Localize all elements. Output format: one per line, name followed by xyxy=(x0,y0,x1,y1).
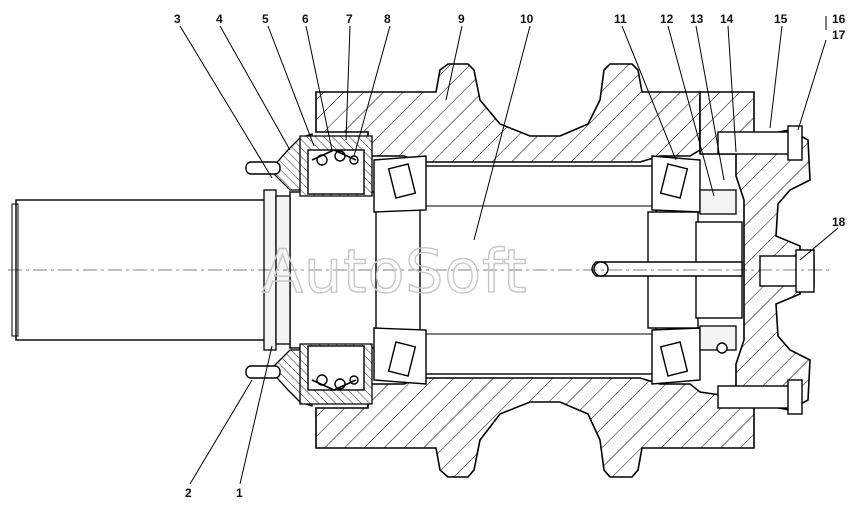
leader-5 xyxy=(267,25,315,147)
callout-5: 5 xyxy=(262,12,269,26)
leader-15 xyxy=(769,25,783,129)
right-bearing-lower-roller xyxy=(659,341,689,377)
callout-3: 3 xyxy=(174,12,181,26)
left-bearing-lower-roller xyxy=(387,341,417,377)
leader-13 xyxy=(695,25,725,181)
lock-ring-upper xyxy=(699,189,737,215)
callout-11: 11 xyxy=(614,12,627,26)
callout-10: 10 xyxy=(520,12,534,26)
callout-4: 4 xyxy=(216,12,223,26)
filler-plug-head xyxy=(795,249,815,293)
cover-bolt-upper xyxy=(717,131,793,155)
callout-17: 17 xyxy=(832,28,846,42)
roller-body-upper-section xyxy=(315,63,701,163)
callout-6: 6 xyxy=(302,12,309,26)
cover-bolt-lower-head xyxy=(787,379,803,415)
leader-17 xyxy=(797,39,827,131)
leader-3 xyxy=(179,25,273,179)
roller-body-lower-section xyxy=(315,377,755,478)
leader-10 xyxy=(473,25,531,241)
locating-pin-lower xyxy=(245,365,281,379)
leader-6 xyxy=(305,25,333,151)
callout-14: 14 xyxy=(720,12,734,26)
callout-15: 15 xyxy=(774,12,788,26)
right-bearing-upper-roller xyxy=(659,163,689,199)
seal-ring-v-lower xyxy=(311,379,357,391)
callout-2: 2 xyxy=(185,486,192,500)
callout-18: 18 xyxy=(832,215,846,229)
cover-bolt-lower xyxy=(717,385,793,409)
leader-4 xyxy=(219,25,291,151)
locating-pin-upper xyxy=(245,161,281,175)
axle-oil-channel-end xyxy=(593,261,609,277)
callout-16: 16 xyxy=(832,12,846,26)
cover-bolt-upper-head xyxy=(787,125,803,161)
leader-1 xyxy=(239,345,273,485)
leader-lines xyxy=(179,16,839,485)
seal-ring-v-upper xyxy=(311,149,357,161)
callout-8: 8 xyxy=(384,12,391,26)
callout-12: 12 xyxy=(660,12,674,26)
retaining-ball xyxy=(716,342,728,354)
callout-7: 7 xyxy=(346,12,353,26)
left-bearing-upper-roller xyxy=(387,163,417,199)
leader-2 xyxy=(189,379,253,485)
callout-9: 9 xyxy=(458,12,465,26)
leader-9 xyxy=(445,25,463,101)
autosoft-watermark: AutoSoft xyxy=(262,237,528,307)
leader-12 xyxy=(667,25,715,197)
leader-18 xyxy=(799,227,839,261)
leader-7 xyxy=(345,25,351,141)
leader-11 xyxy=(621,25,677,161)
leader-14 xyxy=(727,25,737,153)
axle-oil-channel xyxy=(591,261,743,277)
callout-13: 13 xyxy=(690,12,704,26)
leader-8 xyxy=(353,25,391,157)
callout-1: 1 xyxy=(236,486,243,500)
